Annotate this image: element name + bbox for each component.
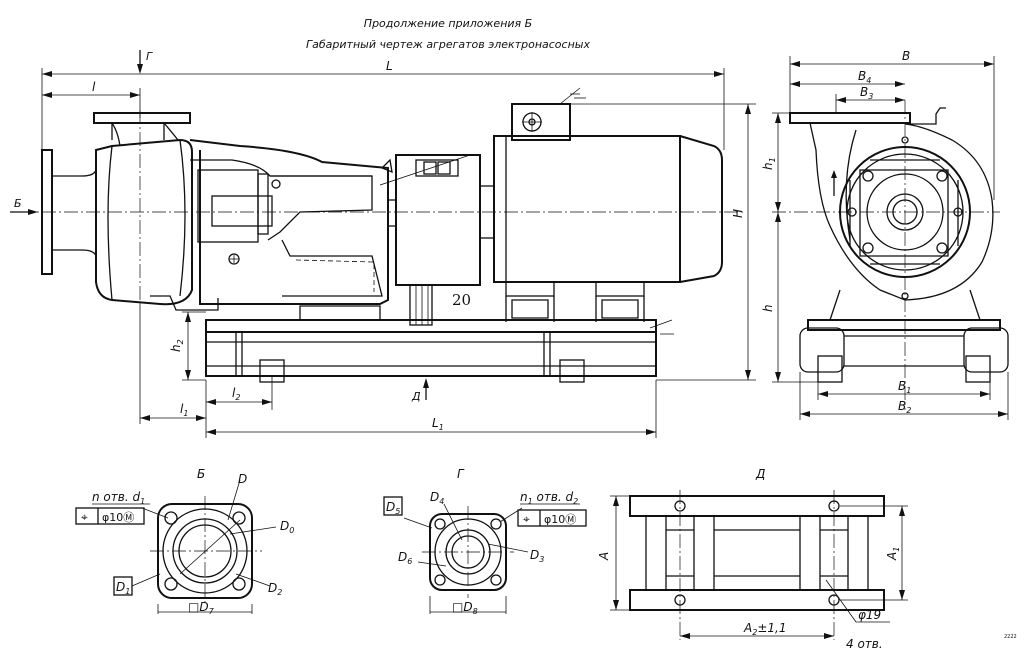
title-line-1: Продолжение приложения Б [364, 17, 532, 30]
dimension-L: L [41, 59, 725, 150]
view-arrow-d: Д [411, 378, 429, 403]
coupling: 20 [379, 154, 494, 326]
detail-d-A-label: A [597, 552, 611, 561]
detail-g-tolerance-value: φ10Ⓜ [544, 513, 576, 526]
dim-B1-label: B1 [898, 379, 911, 395]
dim-L1-label: L1 [432, 416, 444, 432]
detail-b-D1-label: D1 [113, 576, 133, 596]
base-frame [205, 305, 674, 383]
detail-b-D-label: D [238, 472, 247, 486]
view-d-arrow-label: Д [411, 390, 421, 403]
detail-b-D2-label: D2 [268, 581, 282, 597]
detail-d-title: Д [755, 467, 765, 481]
detail-g-position-symbol: ⌖ [523, 512, 530, 526]
dimension-H: H [570, 103, 756, 381]
dim-H-label: H [731, 209, 745, 218]
detail-g-D3-label: D3 [530, 548, 544, 564]
dimension-B1: B1 [817, 379, 991, 400]
detail-b-D0-label: D0 [280, 519, 294, 535]
dim-h1-label: h1 [761, 157, 777, 170]
dim-L-label: L [386, 59, 393, 73]
detail-d-hole-diameter: φ19 [858, 608, 881, 622]
dim-l2-label: l2 [232, 386, 240, 402]
detail-g-title: Г [457, 467, 465, 481]
svg-text:D1: D1 [116, 580, 130, 596]
detail-g-D6-label: D6 [398, 550, 412, 566]
detail-d-hole-count: 4 отв. [846, 637, 883, 651]
detail-b-tolerance-value: φ10Ⓜ [102, 511, 134, 524]
dimension-B2: B2 [799, 372, 1009, 420]
dimension-l2: l2 [206, 376, 273, 410]
detail-g-D4-label: D4 [430, 490, 444, 506]
bearing-bracket [189, 139, 393, 305]
view-b-arrow-label: Б [14, 197, 22, 210]
detail-b-title: Б [197, 467, 205, 481]
detail-b-D7-label: □D7 [188, 600, 215, 616]
detail-d-A1-label: A1 [885, 547, 901, 561]
dim-h-label: h [761, 304, 775, 312]
dimension-h1: h1 [761, 112, 790, 212]
end-view-casing [789, 107, 1009, 383]
detail-g-D8-label: □D8 [452, 600, 478, 616]
dimension-B4: B4 [790, 69, 905, 87]
dim-l-label: l [92, 80, 96, 94]
dim-B2-label: B2 [898, 399, 911, 415]
dim-l1-label: l1 [180, 402, 188, 418]
svg-text:D5: D5 [386, 500, 400, 516]
dim-B3-label: B3 [860, 85, 873, 101]
detail-b-flange [92, 479, 277, 614]
dim-h2-label: h2 [169, 339, 185, 352]
detail-g-tolerance-frame: ⌖ φ10Ⓜ [517, 509, 587, 527]
dimension-l1: l1 [139, 305, 206, 424]
dim-B4-label: B4 [858, 69, 871, 85]
dimension-h2: h2 [169, 311, 206, 381]
view-arrow-g: Г [137, 50, 153, 74]
detail-b-position-symbol: ⌖ [81, 510, 88, 524]
corner-mark: 2222 [1004, 634, 1017, 640]
detail-d-A2-label: A2±1,1 [743, 621, 786, 637]
detail-b-holes-label: n отв. d1 [92, 490, 145, 506]
dimension-L1: L1 [205, 380, 657, 438]
label-20: 20 [452, 291, 471, 309]
title-line-2: Габаритный чертеж агрегатов электронасос… [306, 38, 590, 51]
pump-casing [41, 110, 219, 311]
dimension-h: h [761, 212, 818, 383]
detail-g-flange [403, 503, 580, 614]
dim-B-label: B [902, 49, 910, 63]
dimension-B3: B3 [835, 85, 905, 113]
view-g-arrow-label: Г [146, 50, 153, 63]
electric-motor [493, 87, 723, 322]
dimension-B: B [789, 49, 995, 200]
detail-b-tolerance-frame: ⌖ φ10Ⓜ [75, 507, 145, 525]
detail-g-holes-label: n1 отв. d2 [520, 490, 578, 506]
detail-d-base-frame [610, 490, 908, 640]
detail-g-D5-label: D5 [383, 496, 403, 516]
